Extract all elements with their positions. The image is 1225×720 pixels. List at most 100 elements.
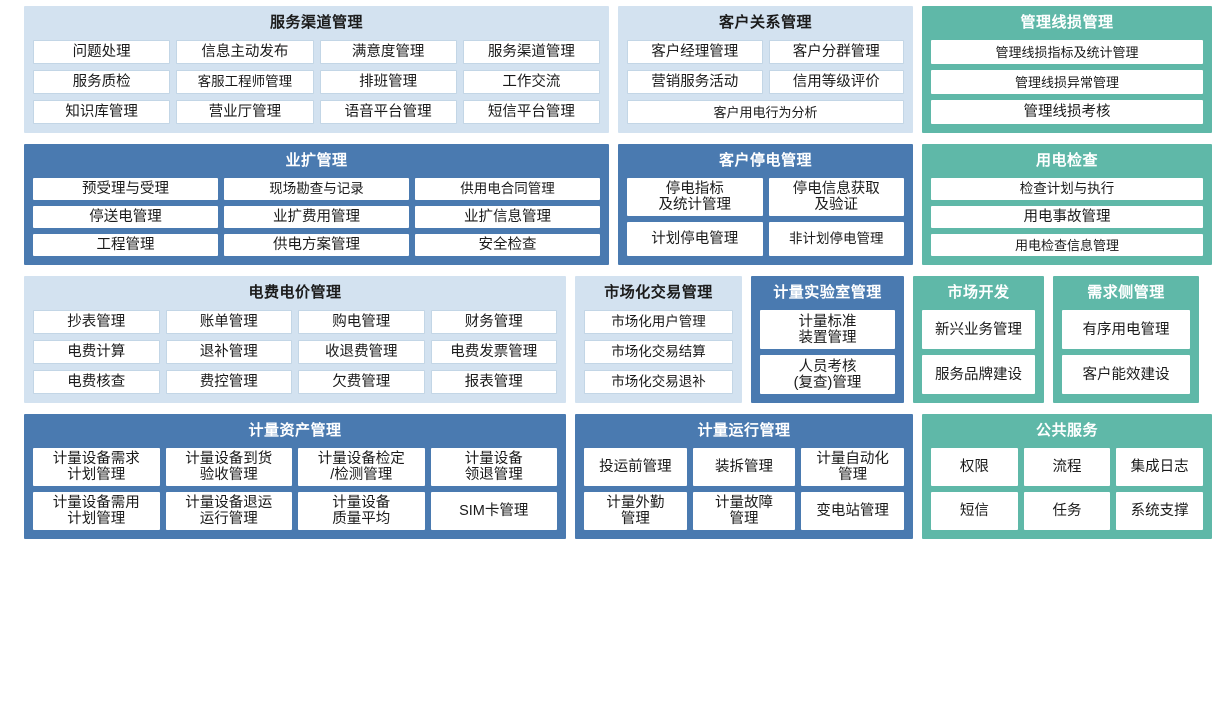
tile-button[interactable]: 电费发票管理 — [430, 340, 557, 364]
tile-button[interactable]: 业扩信息管理 — [415, 206, 600, 228]
tile-button[interactable]: 账单管理 — [165, 310, 292, 334]
panel-power-consumption-inspection: 用电检查检查计划与执行用电事故管理用电检查信息管理 — [922, 144, 1212, 265]
tile-button[interactable]: 费控管理 — [165, 370, 292, 394]
tile-button[interactable]: 供电方案管理 — [224, 234, 409, 256]
tile-button[interactable]: 现场勘查与记录 — [224, 178, 409, 200]
panel-market-trading-management: 市场化交易管理市场化用户管理市场化交易结算市场化交易退补 — [575, 276, 742, 403]
tile-button[interactable]: 新兴业务管理 — [922, 310, 1035, 349]
tile-button[interactable]: 市场化交易退补 — [584, 370, 733, 394]
tile-button[interactable]: 流程 — [1023, 448, 1111, 486]
tile-button[interactable]: 管理线损指标及统计管理 — [931, 40, 1203, 64]
tile-button[interactable]: 问题处理 — [33, 40, 171, 64]
tile-button[interactable]: 计量自动化 管理 — [801, 448, 905, 486]
tile-button[interactable]: 权限 — [931, 448, 1018, 486]
tile-button[interactable]: 集成日志 — [1116, 448, 1204, 486]
tile-button[interactable]: 市场化交易结算 — [584, 340, 733, 364]
tile-button[interactable]: 管理线损考核 — [931, 100, 1203, 124]
tile-button[interactable]: 购电管理 — [298, 310, 425, 334]
tile-grid-management-line-loss: 管理线损指标及统计管理管理线损异常管理管理线损考核 — [931, 40, 1203, 124]
panel-title-electricity-fee-price-management: 电费电价管理 — [248, 284, 342, 301]
tile-button[interactable]: 信息主动发布 — [176, 40, 314, 64]
tile-button[interactable]: 计量设备检定 /检测管理 — [298, 448, 425, 486]
tile-button[interactable]: 短信平台管理 — [462, 100, 600, 124]
panel-public-service: 公共服务权限流程集成日志短信任务系统支撑 — [922, 414, 1212, 539]
tile-button[interactable]: 欠费管理 — [298, 370, 425, 394]
tile-grid-market-development: 新兴业务管理服务品牌建设 — [922, 310, 1035, 394]
tile-button[interactable]: 客户用电行为分析 — [627, 100, 904, 124]
tile-button[interactable]: SIM卡管理 — [430, 492, 557, 530]
tile-button[interactable]: 营业厅管理 — [176, 100, 314, 124]
tile-button[interactable]: 计量标准 装置管理 — [760, 310, 895, 349]
tile-button[interactable]: 工程管理 — [33, 234, 218, 256]
tile-button[interactable]: 客户经理管理 — [627, 40, 763, 64]
tile-button[interactable]: 财务管理 — [430, 310, 557, 334]
tile-button[interactable]: 收退费管理 — [298, 340, 425, 364]
tile-row: 市场化交易退补 — [584, 370, 733, 394]
panel-customer-relationship-management: 客户关系管理客户经理管理客户分群管理营销服务活动信用等级评价客户用电行为分析 — [618, 6, 913, 133]
tile-button[interactable]: 报表管理 — [430, 370, 557, 394]
tile-button[interactable]: 排班管理 — [319, 70, 457, 94]
tile-row: 服务品牌建设 — [922, 355, 1035, 394]
tile-button[interactable]: 语音平台管理 — [319, 100, 457, 124]
tile-button[interactable]: 系统支撑 — [1116, 492, 1204, 530]
tile-button[interactable]: 客户能效建设 — [1062, 355, 1190, 394]
tile-button[interactable]: 检查计划与执行 — [931, 178, 1203, 200]
tile-button[interactable]: 停送电管理 — [33, 206, 218, 228]
tile-button[interactable]: 供用电合同管理 — [415, 178, 600, 200]
tile-row: 问题处理信息主动发布满意度管理服务渠道管理 — [33, 40, 600, 64]
tile-button[interactable]: 计划停电管理 — [627, 222, 763, 256]
panel-title-market-trading-management: 市场化交易管理 — [604, 284, 713, 301]
tile-button[interactable]: 安全检查 — [415, 234, 600, 256]
tile-button[interactable]: 客服工程师管理 — [176, 70, 314, 94]
row-3: 电费电价管理抄表管理账单管理购电管理财务管理电费计算退补管理收退费管理电费发票管… — [24, 276, 1207, 403]
tile-button[interactable]: 知识库管理 — [33, 100, 171, 124]
tile-button[interactable]: 用电检查信息管理 — [931, 234, 1203, 256]
tile-grid-business-expansion-management: 预受理与受理现场勘查与记录供用电合同管理停送电管理业扩费用管理业扩信息管理工程管… — [33, 178, 600, 256]
tile-button[interactable]: 任务 — [1023, 492, 1111, 530]
tile-button[interactable]: 市场化用户管理 — [584, 310, 733, 334]
tile-button[interactable]: 计量故障 管理 — [692, 492, 796, 530]
tile-button[interactable]: 预受理与受理 — [33, 178, 218, 200]
tile-button[interactable]: 停电信息获取 及验证 — [768, 178, 904, 216]
tile-row: 计量设备需求 计划管理计量设备到货 验收管理计量设备检定 /检测管理计量设备 领… — [33, 448, 557, 486]
tile-button[interactable]: 用电事故管理 — [931, 206, 1203, 228]
tile-button[interactable]: 满意度管理 — [319, 40, 457, 64]
tile-button[interactable]: 计量设备到货 验收管理 — [165, 448, 292, 486]
panel-title-demand-side-management: 需求侧管理 — [1087, 284, 1165, 301]
panel-title-business-expansion-management: 业扩管理 — [285, 152, 348, 169]
tile-button[interactable]: 停电指标 及统计管理 — [627, 178, 763, 216]
tile-button[interactable]: 装拆管理 — [692, 448, 796, 486]
tile-button[interactable]: 计量设备 领退管理 — [430, 448, 557, 486]
tile-button[interactable]: 抄表管理 — [33, 310, 160, 334]
tile-button[interactable]: 人员考核 (复查)管理 — [760, 355, 895, 394]
tile-button[interactable]: 客户分群管理 — [768, 40, 904, 64]
tile-button[interactable]: 电费核查 — [33, 370, 160, 394]
tile-button[interactable]: 退补管理 — [165, 340, 292, 364]
tile-button[interactable]: 计量设备 质量平均 — [298, 492, 425, 530]
tile-button[interactable]: 信用等级评价 — [768, 70, 904, 94]
tile-grid-power-consumption-inspection: 检查计划与执行用电事故管理用电检查信息管理 — [931, 178, 1203, 256]
panel-metering-laboratory-management: 计量实验室管理计量标准 装置管理人员考核 (复查)管理 — [751, 276, 904, 403]
tile-button[interactable]: 管理线损异常管理 — [931, 70, 1203, 94]
tile-button[interactable]: 计量外勤 管理 — [584, 492, 687, 530]
tile-button[interactable]: 变电站管理 — [801, 492, 905, 530]
tile-button[interactable]: 服务质检 — [33, 70, 171, 94]
tile-button[interactable]: 投运前管理 — [584, 448, 687, 486]
tile-button[interactable]: 计量设备退运 运行管理 — [165, 492, 292, 530]
tile-button[interactable]: 计量设备需用 计划管理 — [33, 492, 160, 530]
tile-button[interactable]: 有序用电管理 — [1062, 310, 1190, 349]
tile-button[interactable]: 短信 — [931, 492, 1018, 530]
tile-row: 短信任务系统支撑 — [931, 492, 1204, 530]
tile-button[interactable]: 电费计算 — [33, 340, 160, 364]
tile-button[interactable]: 业扩费用管理 — [224, 206, 409, 228]
tile-button[interactable]: 服务品牌建设 — [922, 355, 1035, 394]
tile-button[interactable]: 工作交流 — [462, 70, 600, 94]
tile-button[interactable]: 营销服务活动 — [627, 70, 763, 94]
tile-button[interactable]: 非计划停电管理 — [768, 222, 904, 256]
tile-button[interactable]: 服务渠道管理 — [462, 40, 600, 64]
tile-button[interactable]: 计量设备需求 计划管理 — [33, 448, 160, 486]
tile-row: 电费计算退补管理收退费管理电费发票管理 — [33, 340, 557, 364]
tile-row: 计划停电管理非计划停电管理 — [627, 222, 904, 256]
panel-title-metering-asset-management: 计量资产管理 — [248, 422, 342, 439]
tile-row: 用电事故管理 — [931, 206, 1203, 228]
